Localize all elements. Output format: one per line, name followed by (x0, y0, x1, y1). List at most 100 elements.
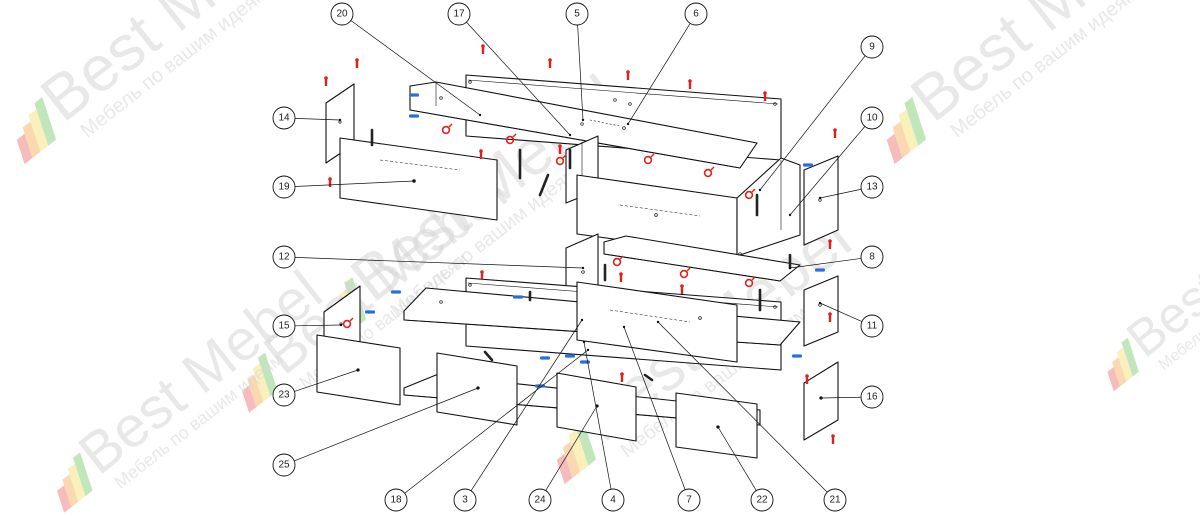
panel-shelf-upper (409, 81, 758, 169)
red-pin-icon (805, 374, 809, 384)
callout-4: 4 (582, 340, 625, 512)
panel-door-22 (675, 392, 758, 459)
dowel-icon (792, 354, 802, 358)
panel-side-16 (803, 361, 839, 441)
fastener-layer (324, 44, 837, 444)
callout-number: 11 (867, 321, 878, 332)
callout-22: 22 (716, 425, 774, 512)
callout-25: 25 (272, 386, 480, 477)
panel-side-right-upper (736, 157, 801, 257)
callout-20: 20 (330, 2, 482, 117)
callout-8: 8 (788, 245, 884, 270)
callout-number: 25 (278, 460, 290, 471)
callout-number: 13 (866, 182, 878, 193)
red-pin-icon (548, 58, 552, 68)
callout-14: 14 (272, 106, 342, 130)
callout-number: 16 (866, 392, 878, 403)
callout-10: 10 (788, 106, 884, 217)
cam-lock-icon (555, 154, 567, 166)
dowel-icon (391, 290, 401, 294)
cam-lock-icon (342, 317, 354, 329)
callout-number: 19 (278, 182, 290, 193)
red-pin-icon (828, 312, 832, 322)
cam-lock-icon (679, 267, 691, 279)
cam-lock-icon (703, 166, 715, 178)
callout-15: 15 (272, 314, 343, 338)
screw-icon (643, 373, 654, 382)
callout-number: 5 (574, 9, 580, 20)
dowel-icon (540, 356, 550, 360)
dowel-icon (580, 360, 590, 364)
red-pin-icon (324, 76, 328, 86)
callout-number: 3 (462, 495, 468, 506)
callout-11: 11 (818, 301, 884, 338)
red-pin-icon (480, 270, 484, 280)
callout-number: 15 (278, 321, 290, 332)
screw-icon (483, 350, 494, 362)
red-pin-icon (479, 149, 483, 159)
dowel-icon (513, 295, 523, 299)
cam-lock-icon (612, 255, 624, 267)
cam-lock-icon (643, 153, 655, 165)
screw-icon (538, 173, 550, 197)
red-pin-icon (558, 144, 562, 154)
cam-lock-icon (744, 188, 756, 200)
panel-shelf-middle (603, 235, 801, 282)
callout-17: 17 (447, 2, 572, 137)
dowel-icon (803, 163, 813, 167)
dowel-icon (409, 93, 419, 97)
callout-number: 12 (278, 252, 290, 263)
callout-number: 9 (869, 42, 875, 53)
callout-13: 13 (818, 175, 884, 200)
callout-21: 21 (656, 320, 847, 512)
callout-number: 21 (829, 495, 841, 506)
callout-18: 18 (384, 348, 590, 512)
dowel-icon (365, 310, 375, 314)
callout-number: 6 (693, 9, 699, 20)
callout-19: 19 (272, 175, 416, 199)
callout-12: 12 (272, 245, 585, 270)
panel-side-13 (803, 155, 839, 246)
red-pin-icon (688, 79, 692, 89)
callout-number: 24 (534, 495, 546, 506)
dowel-icon (815, 268, 825, 272)
cam-lock-icon (744, 276, 756, 288)
callout-7: 7 (622, 325, 701, 512)
callout-number: 23 (278, 390, 290, 401)
red-pin-icon (680, 284, 684, 294)
callout-16: 16 (819, 385, 884, 409)
callout-number: 14 (278, 113, 290, 124)
dowel-icon (565, 354, 575, 358)
red-pin-icon (620, 372, 624, 382)
red-pin-icon (481, 44, 485, 54)
callout-number: 7 (686, 495, 692, 506)
cam-lock-icon (505, 133, 517, 145)
panel-door-19 (339, 137, 498, 221)
callout-number: 18 (390, 495, 402, 506)
red-pin-icon (328, 177, 332, 187)
dowel-icon (409, 114, 419, 118)
red-pin-icon (763, 91, 767, 101)
callout-5: 5 (565, 2, 589, 122)
callout-number: 8 (869, 252, 875, 263)
callout-6: 6 (626, 2, 708, 126)
callout-number: 10 (866, 113, 878, 124)
red-pin-icon (828, 239, 832, 249)
callout-24: 24 (528, 404, 599, 512)
red-pin-icon (619, 272, 623, 282)
callout-3: 3 (453, 318, 584, 512)
callout-number: 22 (756, 495, 768, 506)
panel-layer (316, 74, 839, 459)
panel-door-25 (436, 352, 518, 426)
red-pin-icon (355, 58, 359, 68)
callout-9: 9 (758, 35, 884, 192)
cam-lock-icon (441, 123, 453, 135)
callout-number: 17 (453, 9, 465, 20)
callout-number: 4 (610, 495, 616, 506)
